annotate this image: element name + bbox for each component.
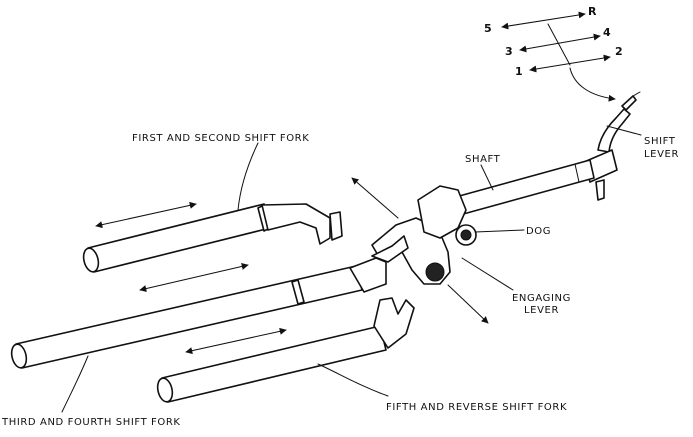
leader-shaft xyxy=(480,164,494,191)
label-shift-line1: SHIFT xyxy=(644,136,676,147)
shaft xyxy=(446,159,595,218)
shift-lever xyxy=(583,91,641,201)
gear-r-label: R xyxy=(588,5,597,18)
label-engaging-line2: LEVER xyxy=(524,305,559,316)
label-first-second-shift-fork: FIRST AND SECOND SHIFT FORK xyxy=(132,133,309,144)
pattern-arrow-5-r xyxy=(501,11,586,30)
fork1-motion-arrow xyxy=(95,201,197,229)
label-engaging-line1: ENGAGING xyxy=(512,293,571,304)
shift-pattern: 5 R 3 4 1 2 xyxy=(484,5,623,102)
leader-dog xyxy=(474,229,525,233)
leader-third-fourth xyxy=(61,355,89,413)
pattern-arrow-3-4 xyxy=(519,33,601,53)
pattern-neutral-line xyxy=(547,23,571,66)
leader-engaging-lever xyxy=(461,257,514,291)
lever-motion-arrow-up xyxy=(351,177,399,219)
gear-1-label: 1 xyxy=(515,65,523,78)
fifth-reverse-shift-fork xyxy=(156,297,415,403)
fork3-motion-arrow xyxy=(185,327,287,355)
leader-shift-lever xyxy=(606,125,642,136)
gear-4-label: 4 xyxy=(603,26,611,39)
label-shaft: SHAFT xyxy=(465,154,501,165)
gear-2-label: 2 xyxy=(615,45,623,58)
label-fifth-reverse-shift-fork: FIFTH AND REVERSE SHIFT FORK xyxy=(386,402,567,413)
third-fourth-shift-fork xyxy=(10,235,409,369)
leader-fifth-reverse xyxy=(317,363,389,397)
pattern-arrow-1-2 xyxy=(529,54,611,73)
pattern-pointer-arrow xyxy=(569,67,616,102)
fork2-motion-arrow xyxy=(139,263,249,292)
leader-first-second xyxy=(237,142,259,211)
label-shift-line2: LEVER xyxy=(644,149,679,160)
label-dog: DOG xyxy=(526,226,551,237)
gear-3-label: 3 xyxy=(505,45,513,58)
gear-5-label: 5 xyxy=(484,22,492,35)
lever-motion-arrow-down xyxy=(447,284,489,324)
engaging-lever xyxy=(371,185,477,285)
label-third-fourth-shift-fork: THIRD AND FOURTH SHIFT FORK xyxy=(1,417,181,428)
first-second-shift-fork xyxy=(82,203,343,273)
